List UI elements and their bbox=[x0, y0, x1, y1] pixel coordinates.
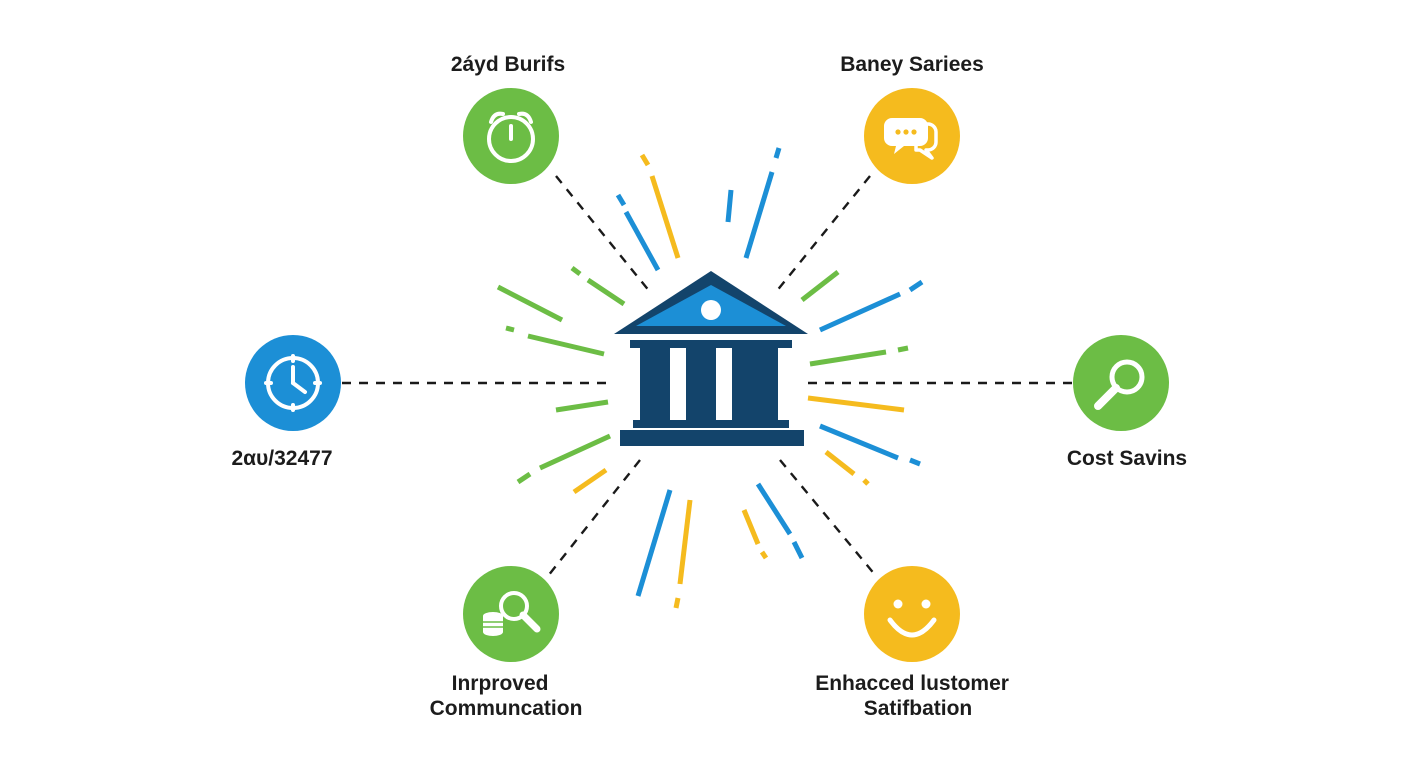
burst-ray bbox=[809, 349, 887, 367]
burst-ray bbox=[897, 345, 909, 353]
node-coins: Inrproved Communcation bbox=[430, 566, 583, 720]
burst-ray bbox=[743, 171, 775, 259]
burst-ray bbox=[800, 270, 840, 302]
connectors bbox=[342, 175, 1074, 577]
burst-ray bbox=[538, 433, 612, 471]
burst-ray bbox=[586, 277, 626, 307]
clock-icon bbox=[264, 354, 322, 412]
smiley-face-icon bbox=[887, 599, 937, 638]
connector-bottom-right bbox=[779, 459, 877, 577]
node-label: Enhacced lustomer Satifbation bbox=[815, 672, 1015, 720]
bank-building-icon bbox=[614, 271, 808, 446]
burst-ray bbox=[677, 499, 693, 585]
burst-ray bbox=[741, 509, 761, 545]
alarm-clock-icon bbox=[487, 111, 535, 163]
burst-ray bbox=[908, 279, 924, 293]
burst-ray bbox=[819, 423, 899, 461]
burst-ray bbox=[615, 193, 627, 207]
node-label: Cost Savins bbox=[1067, 447, 1187, 470]
node-circle bbox=[1073, 335, 1169, 431]
node-label: Inrproved Communcation bbox=[430, 672, 583, 720]
burst-ray bbox=[623, 210, 661, 272]
burst-ray bbox=[824, 450, 856, 476]
node-label: 2áyd Burifs bbox=[451, 53, 565, 76]
node-clock: 2αυ/32477 bbox=[231, 335, 341, 470]
connector-top-right bbox=[775, 175, 871, 293]
burst-ray bbox=[862, 478, 870, 486]
burst-ray bbox=[527, 333, 605, 357]
burst-rays bbox=[496, 147, 924, 609]
burst-ray bbox=[818, 291, 902, 333]
burst-ray bbox=[759, 550, 769, 560]
magnifier-icon bbox=[1094, 359, 1145, 410]
node-label: 2αυ/32477 bbox=[231, 447, 332, 470]
burst-ray bbox=[505, 325, 515, 333]
burst-ray bbox=[639, 153, 651, 167]
burst-ray bbox=[791, 540, 805, 560]
node-smiley: Enhacced lustomer Satifbation bbox=[815, 566, 1015, 720]
burst-ray bbox=[635, 489, 673, 597]
burst-ray bbox=[807, 395, 905, 413]
burst-ray bbox=[725, 189, 734, 223]
burst-ray bbox=[909, 457, 921, 467]
node-magnifier: Cost Savins bbox=[1067, 335, 1187, 470]
node-label: Baney Sariees bbox=[840, 53, 984, 76]
burst-ray bbox=[516, 471, 532, 485]
coins-magnifier-icon bbox=[483, 591, 541, 636]
burst-ray bbox=[572, 467, 608, 495]
burst-ray bbox=[555, 399, 609, 413]
chat-bubbles-icon bbox=[884, 118, 938, 160]
burst-ray bbox=[570, 266, 582, 276]
connector-bottom-left bbox=[547, 459, 641, 577]
node-alarm: 2áyd Burifs bbox=[451, 53, 565, 184]
connector-top-left bbox=[555, 175, 651, 293]
burst-ray bbox=[496, 284, 564, 323]
burst-ray bbox=[773, 147, 782, 159]
node-chat: Baney Sariees bbox=[840, 53, 984, 184]
burst-ray bbox=[673, 597, 681, 609]
burst-ray bbox=[755, 482, 793, 536]
node-circle bbox=[463, 566, 559, 662]
node-circle bbox=[864, 566, 960, 662]
burst-ray bbox=[649, 175, 681, 259]
